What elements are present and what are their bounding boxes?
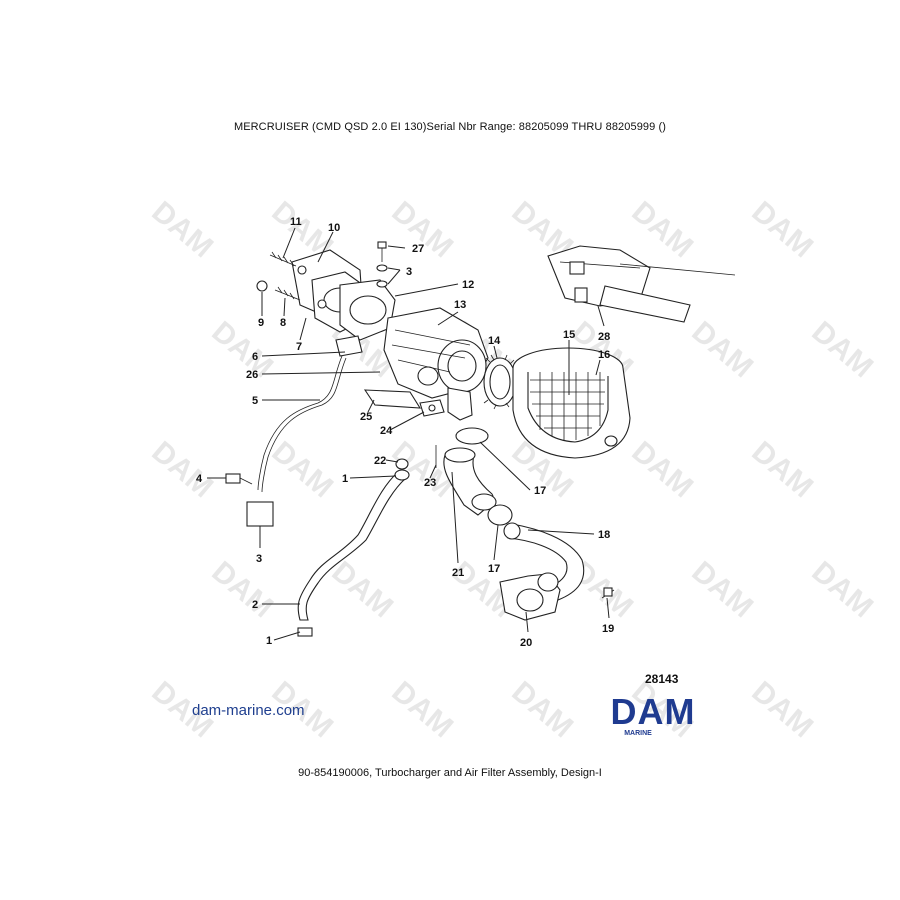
callout-14: 14 bbox=[488, 335, 501, 347]
logo-word: DAM bbox=[610, 691, 696, 732]
drawing-number: 28143 bbox=[645, 672, 679, 686]
callout-9: 9 bbox=[258, 317, 264, 329]
callout-3: 3 bbox=[256, 553, 262, 565]
hose-clamp-part bbox=[483, 354, 520, 410]
watermark-text: DAM bbox=[146, 435, 220, 504]
watermark-text: DAM bbox=[746, 435, 820, 504]
callout-7: 7 bbox=[296, 341, 302, 353]
callout-28: 28 bbox=[598, 331, 610, 343]
watermark-text: DAM bbox=[686, 555, 760, 624]
intake-hose-part bbox=[443, 447, 497, 516]
watermark-text: DAM bbox=[506, 675, 580, 744]
watermark-text: DAM bbox=[386, 675, 460, 744]
watermark-text: DAM bbox=[746, 195, 820, 264]
callout-1: 1 bbox=[266, 635, 272, 647]
air-filter-part bbox=[512, 347, 631, 459]
callout-24: 24 bbox=[380, 425, 393, 437]
bolt-and-washers bbox=[376, 241, 388, 288]
callout-6: 6 bbox=[252, 351, 258, 363]
website-link[interactable]: dam-marine.com bbox=[192, 702, 305, 719]
turbocharger-part bbox=[383, 307, 489, 421]
callout-16: 16 bbox=[598, 349, 610, 361]
oil-drain-hose-part bbox=[297, 469, 410, 637]
fitting-part bbox=[395, 445, 437, 470]
callout-22: 22 bbox=[374, 455, 386, 467]
callout-23: 23 bbox=[424, 477, 436, 489]
callout-5: 5 bbox=[252, 395, 258, 407]
callout-15: 15 bbox=[563, 329, 575, 341]
callout-4: 4 bbox=[196, 473, 203, 485]
callout-17: 17 bbox=[488, 563, 500, 575]
diagram-caption: 90-854190006, Turbocharger and Air Filte… bbox=[298, 767, 602, 779]
stud-part bbox=[256, 251, 301, 301]
callout-17: 17 bbox=[534, 485, 546, 497]
watermark-text: DAM bbox=[146, 195, 220, 264]
gasket-part bbox=[335, 335, 445, 417]
callout-labels: 11 10 27 3 12 9 8 7 13 14 15 16 28 6 26 … bbox=[196, 216, 614, 649]
callout-1: 1 bbox=[342, 473, 348, 485]
watermark-text: DAM bbox=[206, 555, 280, 624]
watermark-text: DAM bbox=[686, 315, 760, 384]
callout-26: 26 bbox=[246, 369, 258, 381]
watermark-text: DAM bbox=[806, 555, 880, 624]
watermark-text: DAM bbox=[626, 435, 700, 504]
callout-25: 25 bbox=[360, 411, 372, 423]
watermark-text: DAM bbox=[626, 195, 700, 264]
callout-10: 10 bbox=[328, 222, 340, 234]
callout-18: 18 bbox=[598, 529, 610, 541]
leader-lines bbox=[207, 227, 610, 641]
watermark-text: DAM bbox=[266, 435, 340, 504]
callout-20: 20 bbox=[520, 637, 532, 649]
shipping-bag-part bbox=[547, 245, 736, 323]
exhaust-flange-part bbox=[291, 249, 396, 341]
callout-13: 13 bbox=[454, 299, 466, 311]
callout-27: 27 bbox=[412, 243, 424, 255]
callout-21: 21 bbox=[452, 567, 464, 579]
intake-pipe-part bbox=[499, 522, 615, 621]
callout-8: 8 bbox=[280, 317, 286, 329]
watermark-text: DAM bbox=[806, 315, 880, 384]
callout-12: 12 bbox=[462, 279, 474, 291]
callout-3: 3 bbox=[406, 266, 412, 278]
callout-19: 19 bbox=[602, 623, 614, 635]
callout-2: 2 bbox=[252, 599, 258, 611]
callout-11: 11 bbox=[290, 216, 302, 228]
logo-subtitle: MARINE bbox=[624, 730, 652, 737]
watermark-text: DAM bbox=[746, 675, 820, 744]
clamp-part bbox=[455, 427, 513, 526]
dam-marine-logo: DAM MARINE bbox=[594, 691, 712, 745]
watermark-text: DAM bbox=[326, 555, 400, 624]
page-title: MERCRUISER (CMD QSD 2.0 EI 130)Serial Nb… bbox=[233, 121, 667, 133]
